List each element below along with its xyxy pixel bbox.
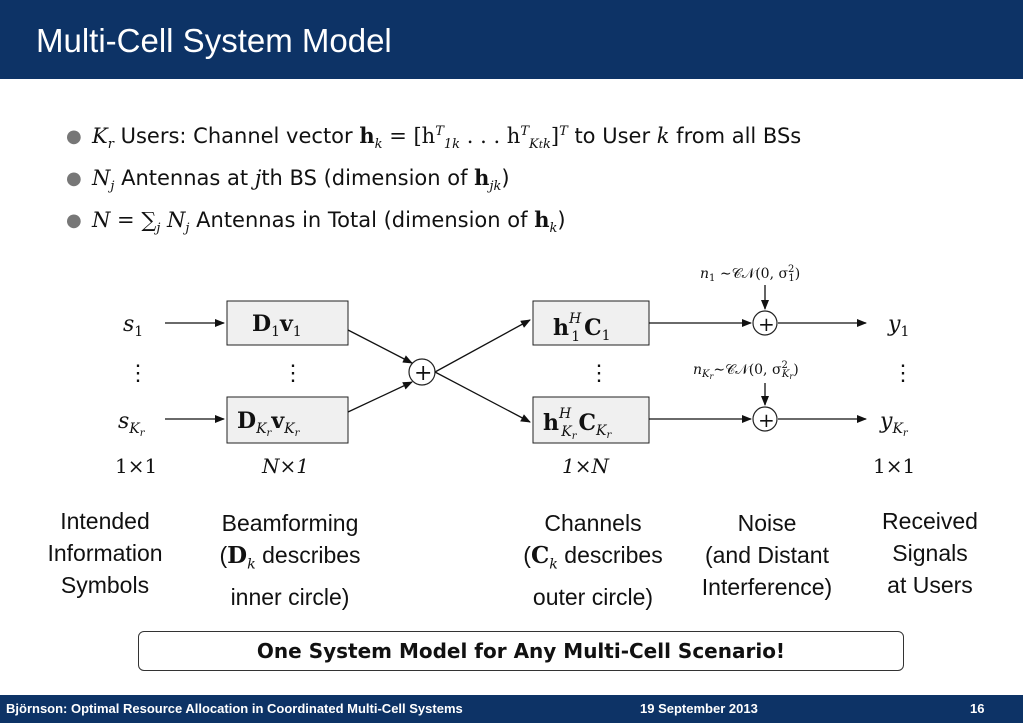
output-vdots: ⋮ [892, 361, 914, 386]
output-yk-label: yKr [879, 409, 909, 439]
beamforming-box-k-label: DKrvKr [237, 408, 301, 439]
noise-adder-k-plus: + [758, 408, 775, 432]
channel-box-k [532, 396, 650, 444]
input-s1-label: s1 [123, 312, 143, 340]
arrow-b1-to-sum [347, 329, 413, 364]
bullet-dot-icon: ● [66, 126, 82, 147]
channel-dimension: 1×N [562, 454, 610, 478]
caption-noise: Noise (and Distant Interference) [701, 510, 833, 600]
arrow-bk-to-sum [347, 381, 413, 413]
noise-adder-1-plus: + [758, 312, 775, 336]
bullet-dot-icon: ● [66, 168, 82, 189]
beamforming-box-1 [226, 300, 349, 346]
bullet-dot-icon: ● [66, 210, 82, 231]
input-sk-label: sKr [118, 409, 146, 439]
footer-page-number: 16 [970, 701, 985, 716]
footer-bar: Björnson: Optimal Resource Allocation in… [0, 695, 1023, 723]
summary-callout: One System Model for Any Multi-Cell Scen… [138, 631, 904, 671]
output-y1-label: y1 [887, 312, 909, 340]
arrow-sum-to-ck [434, 371, 531, 423]
caption-channels: Channels (Ck describes outer circle) [523, 510, 663, 610]
input-dimension: 1×1 [115, 454, 157, 478]
slide-title: Multi-Cell System Model [36, 22, 392, 59]
noise-adder-k [752, 406, 778, 432]
footer-date: 19 September 2013 [640, 701, 758, 716]
noise-adder-1 [752, 310, 778, 336]
output-dimension: 1×1 [873, 454, 915, 478]
caption-received: Received Signals at Users [882, 508, 978, 598]
caption-beamforming: Beamforming (Dk describes inner circle) [219, 510, 361, 610]
caption-intended: Intended Information Symbols [47, 508, 163, 598]
beamforming-dimension: N×1 [261, 454, 309, 478]
input-vdots: ⋮ [127, 361, 149, 386]
sum-node-plus: + [414, 361, 432, 386]
beamforming-vdots: ⋮ [282, 361, 304, 386]
arrow-sum-to-c1 [434, 319, 531, 373]
diagram-captions: Intended Information Symbols Beamforming… [0, 505, 1023, 615]
footer-author-title: Björnson: Optimal Resource Allocation in… [6, 701, 463, 716]
channel-vdots: ⋮ [588, 361, 610, 386]
beamforming-box-k [226, 396, 349, 444]
summary-callout-text: One System Model for Any Multi-Cell Scen… [256, 639, 786, 663]
title-bar: Multi-Cell System Model [0, 0, 1023, 79]
beamforming-box-1-label: D1v1 [252, 311, 302, 340]
channel-box-1 [532, 300, 650, 346]
